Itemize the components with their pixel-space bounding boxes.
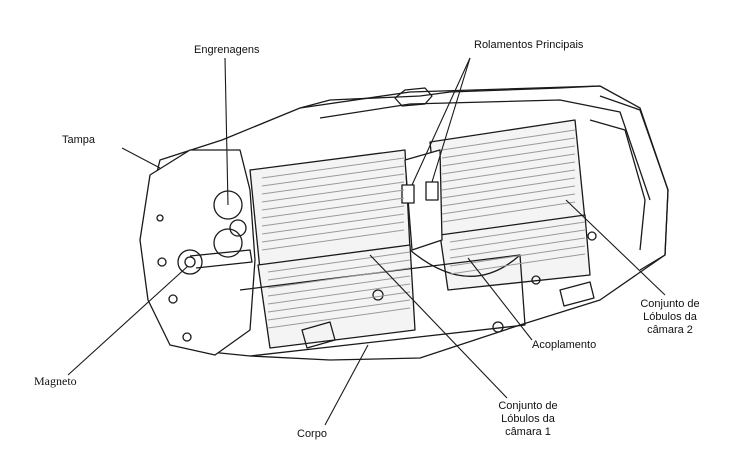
label-magneto: Magneto (34, 374, 77, 388)
leader-lobulos2 (565, 199, 666, 296)
lobulos1-line-1: Conjunto de (498, 400, 558, 412)
label-tampa: Tampa (62, 134, 96, 146)
cover-bolt-2 (168, 294, 178, 304)
hatch-chamber2-lower-0 (449, 221, 586, 243)
hatch-chamber2-upper-5 (441, 169, 576, 191)
hatch-chamber2-upper-0 (441, 129, 576, 151)
lobulos1-line-2: Lóbulos da (501, 413, 555, 425)
hatch-chamber1-lower-3 (267, 275, 411, 297)
hatch-chamber2-upper-1 (441, 137, 576, 159)
label-lobulos2: Conjunto de Lóbulos da câmara 2 (630, 298, 710, 337)
hatch-chamber2-upper-4 (441, 161, 576, 183)
hatch-chamber1-upper-8 (261, 221, 405, 243)
cover-bolt-1 (157, 257, 167, 267)
hatch-chamber1-lower-1 (267, 259, 411, 281)
label-corpo: Corpo (297, 428, 327, 440)
hatch-chamber2-upper-6 (441, 177, 576, 199)
port-right (559, 281, 595, 307)
gear-lower (213, 228, 243, 258)
cover-bolt-4 (156, 214, 164, 222)
hatch-chamber1-upper-9 (261, 229, 405, 251)
coupling-cutout (404, 149, 443, 251)
lobulos2-line-2: Lóbulos da (643, 311, 697, 323)
label-rolamentos: Rolamentos Principais (474, 39, 584, 51)
hatch-chamber2-upper-3 (441, 153, 576, 175)
label-engrenagens: Engrenagens (194, 44, 260, 56)
hatch-chamber2-upper-2 (441, 145, 576, 167)
label-lobulos1: Conjunto de Lóbulos da câmara 1 (488, 400, 568, 439)
lobulos2-line-1: Conjunto de (640, 298, 700, 310)
hatch-chamber1-upper-1 (261, 165, 405, 187)
leader-acoplamento (467, 257, 533, 341)
top-flange (319, 99, 651, 201)
leader-tampa (121, 147, 161, 169)
hatch-chamber1-lower-0 (267, 251, 411, 273)
hatch-chamber1-upper-3 (261, 181, 405, 203)
leader-corpo (324, 344, 369, 426)
magneto-hub-inner (184, 256, 196, 268)
rotor-hatching (261, 129, 586, 329)
leader-magneto (67, 265, 189, 376)
hatch-chamber2-lower-4 (449, 253, 586, 275)
hatch-chamber1-lower-5 (267, 291, 411, 313)
rotor-chamber-1-lower (257, 244, 416, 349)
hatch-chamber2-lower-2 (449, 237, 586, 259)
rear-cap-inner (589, 119, 646, 251)
bearing-left (401, 184, 415, 204)
hatch-chamber1-upper-5 (261, 197, 405, 219)
gear-small (229, 219, 247, 237)
hatch-chamber1-upper-6 (261, 205, 405, 227)
leader-engrenagens (224, 57, 229, 206)
hole-1 (372, 289, 384, 301)
leader-lobulos1 (369, 254, 508, 399)
leader-rolamentos-2 (431, 57, 471, 183)
hatch-chamber2-upper-9 (441, 201, 576, 223)
hatch-chamber2-upper-7 (441, 185, 576, 207)
hole-2 (492, 321, 504, 333)
hole-4 (587, 231, 597, 241)
hatch-chamber1-upper-7 (261, 213, 405, 235)
hatch-chamber1-lower-6 (267, 299, 411, 321)
top-ridge (299, 85, 601, 109)
lobulos1-line-3: câmara 1 (505, 426, 551, 438)
bearing-right (425, 181, 439, 201)
top-boss (394, 87, 433, 107)
cover-bolt-3 (182, 332, 192, 342)
hatch-chamber1-lower-4 (267, 283, 411, 305)
port-left (301, 321, 336, 349)
hatch-chamber2-lower-1 (449, 229, 586, 251)
body-mid-arch (409, 249, 521, 277)
hatch-chamber1-upper-0 (261, 157, 405, 179)
leader-rolamentos-1 (411, 57, 471, 186)
hatch-chamber1-upper-4 (261, 189, 405, 211)
hatch-chamber1-lower-7 (267, 307, 411, 329)
lobulos2-line-3: câmara 2 (647, 324, 693, 336)
hatch-chamber2-upper-8 (441, 193, 576, 215)
rear-cap (599, 95, 669, 271)
magneto-shaft (189, 249, 253, 269)
label-acoplamento: Acoplamento (532, 339, 597, 351)
hatch-chamber1-upper-2 (261, 173, 405, 195)
hole-3 (531, 275, 541, 285)
magneto-hub (177, 249, 203, 275)
hatch-chamber2-lower-3 (449, 245, 586, 267)
